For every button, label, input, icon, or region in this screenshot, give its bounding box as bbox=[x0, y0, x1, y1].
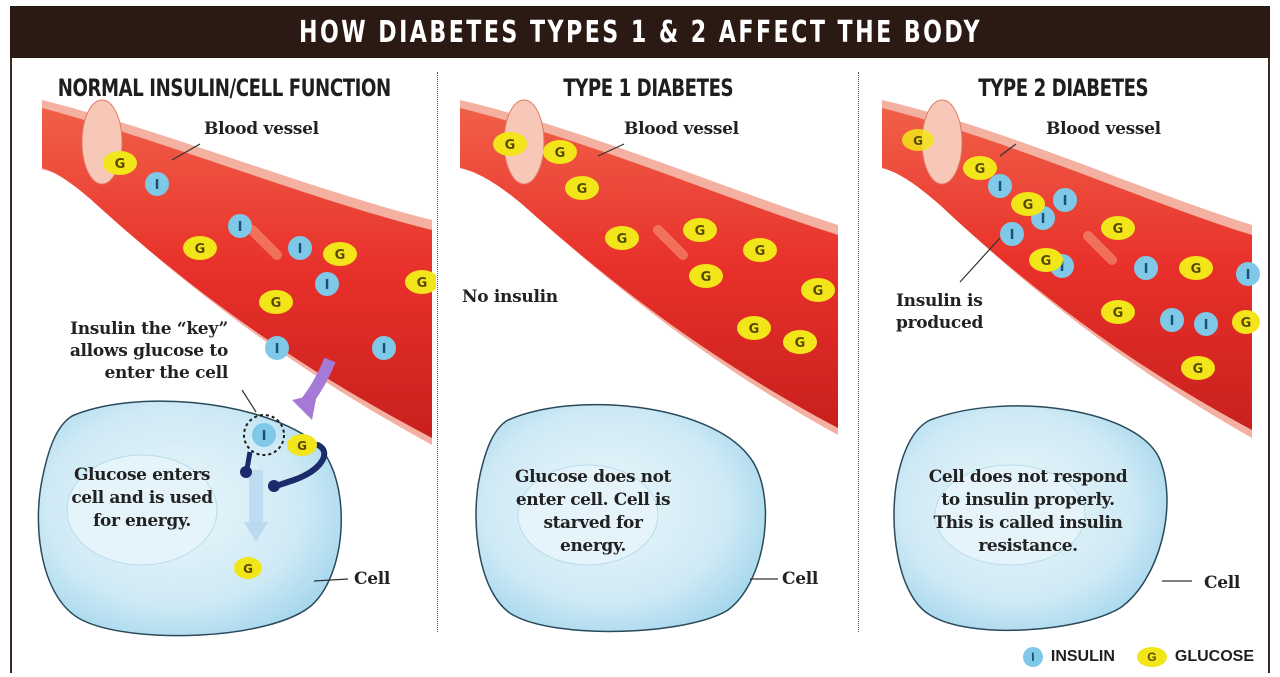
cell-description: Glucose does not enter cell. Cell is sta… bbox=[498, 466, 688, 558]
key-leader-line bbox=[242, 390, 256, 412]
insulin-key-label: Insulin the “key” allows glucose to ente… bbox=[52, 318, 228, 384]
cell-description: Glucose enters cell and is used for ener… bbox=[52, 464, 232, 533]
svg-text:G: G bbox=[975, 162, 986, 177]
svg-text:I: I bbox=[155, 178, 160, 193]
svg-text:G: G bbox=[795, 336, 806, 351]
cell-description: Cell does not respond to insulin properl… bbox=[916, 466, 1140, 558]
svg-text:G: G bbox=[1113, 306, 1124, 321]
svg-text:I: I bbox=[1041, 212, 1046, 227]
svg-text:I: I bbox=[1144, 262, 1149, 277]
svg-text:I: I bbox=[1170, 314, 1175, 329]
panel-normal: NORMAL INSULIN/CELL FUNCTION bbox=[12, 60, 436, 670]
svg-text:G: G bbox=[1023, 198, 1034, 213]
svg-text:G: G bbox=[505, 138, 516, 153]
svg-text:G: G bbox=[701, 270, 712, 285]
svg-text:G: G bbox=[1191, 262, 1202, 277]
svg-text:G: G bbox=[749, 322, 760, 337]
panel-type2: TYPE 2 DIABETES I I I I I I I bbox=[860, 60, 1266, 670]
svg-text:G: G bbox=[297, 439, 307, 453]
svg-text:I: I bbox=[262, 429, 267, 444]
svg-text:I: I bbox=[1063, 194, 1068, 209]
legend: I INSULIN G GLUCOSE bbox=[1023, 647, 1254, 667]
panel-type1: TYPE 1 DIABETES G G G G G G G bbox=[438, 60, 858, 670]
vessel-label: Blood vessel bbox=[624, 118, 739, 140]
svg-text:G: G bbox=[271, 296, 282, 311]
panel-divider bbox=[858, 72, 859, 632]
blood-vessel bbox=[42, 100, 432, 445]
svg-text:G: G bbox=[577, 182, 588, 197]
svg-text:G: G bbox=[555, 146, 566, 161]
svg-text:I: I bbox=[1204, 318, 1209, 333]
svg-text:I: I bbox=[1246, 268, 1251, 283]
svg-text:G: G bbox=[417, 276, 428, 291]
svg-text:G: G bbox=[813, 284, 824, 299]
arrow-head bbox=[292, 394, 317, 420]
cell-label: Cell bbox=[782, 568, 818, 590]
insulin-leader-line bbox=[960, 238, 1000, 282]
svg-text:I: I bbox=[382, 342, 387, 357]
glucose-icon: G bbox=[1137, 647, 1167, 667]
svg-text:I: I bbox=[298, 242, 303, 257]
svg-text:G: G bbox=[1113, 222, 1124, 237]
svg-text:G: G bbox=[1241, 316, 1252, 331]
svg-text:I: I bbox=[1010, 228, 1015, 243]
main-title: HOW DIABETES TYPES 1 & 2 AFFECT THE BODY bbox=[298, 15, 981, 50]
cell-label: Cell bbox=[1204, 572, 1240, 594]
no-insulin-label: No insulin bbox=[462, 286, 558, 308]
insulin-icon: I bbox=[1023, 647, 1043, 667]
insulin-produced-label: Insulin is produced bbox=[896, 290, 983, 334]
svg-text:G: G bbox=[755, 244, 766, 259]
legend-insulin-label: INSULIN bbox=[1051, 648, 1115, 666]
svg-text:I: I bbox=[325, 278, 330, 293]
svg-text:I: I bbox=[238, 220, 243, 235]
svg-text:G: G bbox=[115, 157, 126, 172]
vessel-label: Blood vessel bbox=[204, 118, 319, 140]
svg-text:I: I bbox=[998, 180, 1003, 195]
svg-text:G: G bbox=[243, 562, 253, 576]
cell-label: Cell bbox=[354, 568, 390, 590]
svg-text:G: G bbox=[1193, 362, 1204, 377]
svg-text:G: G bbox=[335, 248, 346, 263]
vessel-label: Blood vessel bbox=[1046, 118, 1161, 140]
title-bar: HOW DIABETES TYPES 1 & 2 AFFECT THE BODY bbox=[10, 6, 1270, 58]
svg-text:G: G bbox=[617, 232, 628, 247]
legend-glucose-label: GLUCOSE bbox=[1175, 648, 1254, 666]
svg-text:G: G bbox=[913, 134, 923, 148]
svg-text:G: G bbox=[195, 242, 206, 257]
svg-text:G: G bbox=[1041, 254, 1052, 269]
svg-text:I: I bbox=[275, 342, 280, 357]
svg-text:G: G bbox=[695, 224, 706, 239]
